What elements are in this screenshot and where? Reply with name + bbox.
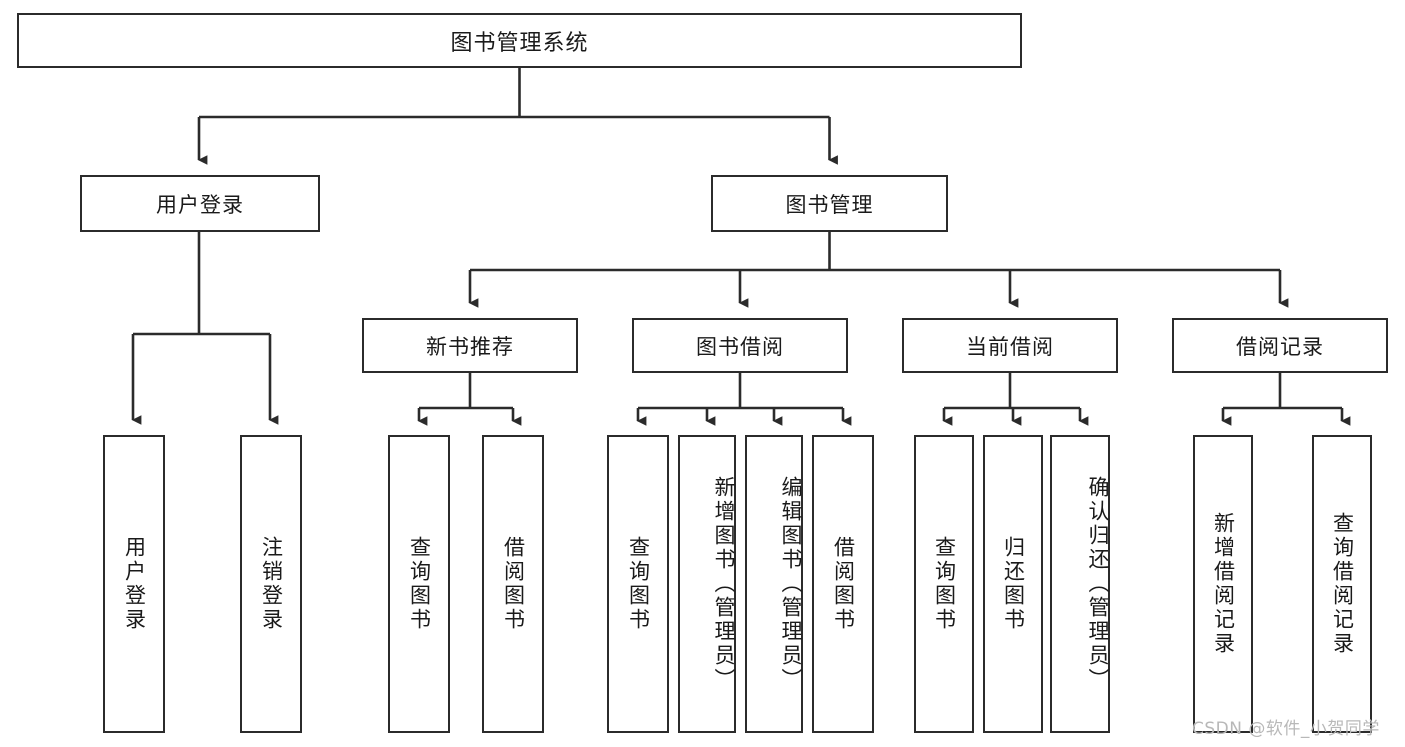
node-leaf-add-book-label: 新增图书（管理员） xyxy=(712,476,736,692)
node-leaf-query-book-3-label: 查询图书 xyxy=(932,536,957,632)
node-leaf-query-book-1[interactable]: 查询图书 xyxy=(388,435,450,733)
node-root-label: 图书管理系统 xyxy=(450,30,589,56)
node-leaf-return-book-label: 归还图书 xyxy=(1001,536,1026,632)
node-leaf-return-book[interactable]: 归还图书 xyxy=(983,435,1043,733)
node-leaf-query-book-2-label: 查询图书 xyxy=(626,536,651,632)
node-leaf-query-book-3[interactable]: 查询图书 xyxy=(914,435,974,733)
node-leaf-borrow-book-2[interactable]: 借阅图书 xyxy=(812,435,874,733)
node-root[interactable]: 图书管理系统 xyxy=(17,13,1022,68)
node-user-login-label: 用户登录 xyxy=(156,192,244,217)
node-leaf-logout-label: 注销登录 xyxy=(259,536,284,632)
node-current-borrow-label: 当前借阅 xyxy=(966,334,1054,359)
node-current-borrow[interactable]: 当前借阅 xyxy=(902,318,1118,373)
node-leaf-add-book[interactable]: 新增图书（管理员） xyxy=(678,435,736,733)
node-leaf-query-record[interactable]: 查询借阅记录 xyxy=(1312,435,1372,733)
node-leaf-add-record-label: 新增借阅记录 xyxy=(1211,512,1236,656)
node-new-book-recommend[interactable]: 新书推荐 xyxy=(362,318,578,373)
node-leaf-borrow-book-1-label: 借阅图书 xyxy=(501,536,526,632)
node-leaf-query-record-label: 查询借阅记录 xyxy=(1330,512,1355,656)
node-leaf-borrow-book-1[interactable]: 借阅图书 xyxy=(482,435,544,733)
node-borrow-record[interactable]: 借阅记录 xyxy=(1172,318,1388,373)
node-book-borrow-label: 图书借阅 xyxy=(696,334,784,359)
node-book-manage[interactable]: 图书管理 xyxy=(711,175,948,232)
node-new-book-recommend-label: 新书推荐 xyxy=(426,334,514,359)
node-leaf-confirm-return-label: 确认归还（管理员） xyxy=(1086,476,1110,692)
node-leaf-confirm-return[interactable]: 确认归还（管理员） xyxy=(1050,435,1110,733)
node-leaf-borrow-book-2-label: 借阅图书 xyxy=(831,536,856,632)
node-user-login[interactable]: 用户登录 xyxy=(80,175,320,232)
node-borrow-record-label: 借阅记录 xyxy=(1236,334,1324,359)
node-leaf-user-login[interactable]: 用户登录 xyxy=(103,435,165,733)
node-leaf-query-book-2[interactable]: 查询图书 xyxy=(607,435,669,733)
node-leaf-edit-book[interactable]: 编辑图书（管理员） xyxy=(745,435,803,733)
node-leaf-add-record[interactable]: 新增借阅记录 xyxy=(1193,435,1253,733)
node-leaf-logout[interactable]: 注销登录 xyxy=(240,435,302,733)
node-leaf-edit-book-label: 编辑图书（管理员） xyxy=(779,476,803,692)
node-leaf-query-book-1-label: 查询图书 xyxy=(407,536,432,632)
node-leaf-user-login-label: 用户登录 xyxy=(122,536,147,632)
node-book-manage-label: 图书管理 xyxy=(785,192,874,217)
node-book-borrow[interactable]: 图书借阅 xyxy=(632,318,848,373)
csdn-watermark: CSDN @软件_小贺同学 xyxy=(1192,719,1380,739)
